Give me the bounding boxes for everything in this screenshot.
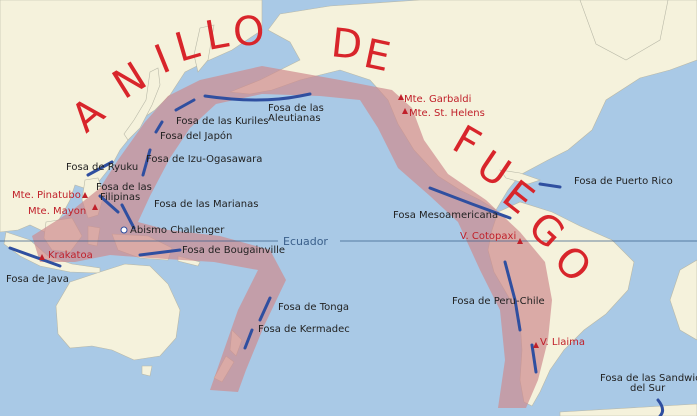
australia [55, 263, 181, 361]
challenger-deep-marker [120, 226, 128, 234]
trench-line-kuriles [174, 98, 196, 112]
trench-labels: Fosa de las Aleutianas Fosa de las Kuril… [6, 103, 697, 394]
equator-label-bg [278, 234, 340, 248]
trench-label-aleutians: Fosa de las Aleutianas [268, 103, 327, 124]
trench-line-japon [154, 120, 164, 134]
trench-label-filipinas: Fosa de las Filipinas [96, 182, 155, 203]
trench-label-sandwich: Fosa de las Sandwich del Sur [600, 373, 697, 394]
africa-edge [669, 259, 697, 341]
volcano-icon [82, 192, 88, 198]
trench-line-java [8, 246, 62, 268]
volcano-icon [398, 94, 404, 100]
volcano-icon [402, 108, 408, 114]
trench-label-java: Fosa de Java [6, 274, 69, 285]
trench-line-aleutians [203, 92, 312, 102]
volcano-icon [533, 342, 539, 348]
trench-label-kermadec: Fosa de Kermadec [258, 324, 350, 335]
trench-line-sandwich [656, 398, 665, 416]
trench-line-peruchile-south [530, 343, 538, 374]
tasmania [141, 365, 153, 377]
trench-line-peruchile [503, 260, 522, 332]
trench-line-puertorico [538, 182, 562, 189]
trench-label-mesoamericana: Fosa Mesoamericana [393, 210, 498, 221]
trench-label-ryuku: Fosa de Ryuku [66, 162, 138, 173]
volcano-label-sthelens: Mte. St. Helens [409, 108, 485, 119]
kamchatka [193, 24, 215, 73]
volcano-label-cotopaxi: V. Cotopaxi [460, 231, 516, 242]
title-letter: D [329, 20, 364, 69]
equator-label: Ecuador [283, 235, 328, 248]
volcano-label-garibaldi: Mte. Garbaldi [404, 94, 471, 105]
trench-label-puertorico: Fosa de Puerto Rico [574, 176, 673, 187]
trench-label-tonga: Fosa de Tonga [278, 302, 349, 313]
volcano-label-mayon: Mte. Mayon [28, 206, 86, 217]
volcano-icon [39, 254, 45, 260]
trench-label-izu: Fosa de Izu-Ogasawara [146, 154, 262, 165]
trench-label-kuriles: Fosa de las Kuriles [176, 116, 268, 127]
volcano-markers [39, 94, 539, 348]
cuba [499, 169, 541, 185]
trench-line-kermadec [243, 328, 254, 350]
ring-of-fire-band [32, 66, 552, 408]
greenland [579, 0, 669, 61]
volcano-icon [517, 238, 523, 244]
trench-line-ryuku [86, 160, 114, 177]
title-letter: O [231, 8, 266, 56]
challenger-deep-label: Abismo Challenger [130, 225, 225, 236]
trench-line-mesoamericana [428, 186, 512, 220]
trench-line-tonga [258, 296, 272, 322]
volcano-label-krakatoa: Krakatoa [48, 250, 93, 261]
trench-line-izu [141, 148, 152, 177]
volcano-icon [92, 204, 98, 210]
volcano-label-pinatubo: Mte. Pinatubo [12, 190, 81, 201]
trench-line-filipinas [98, 194, 120, 214]
trench-label-japon: Fosa del Japón [160, 130, 232, 142]
trench-lines [8, 92, 665, 416]
japan [123, 67, 161, 141]
volcano-label-llaima: V. Llaima [540, 337, 585, 348]
trench-label-bougainville: Fosa de Bougainville [182, 245, 285, 256]
volcano-labels: Mte. Garbaldi Mte. St. Helens Mte. Pinat… [12, 94, 585, 348]
trench-line-bougainville [138, 248, 182, 257]
trench-line-marianas [120, 203, 136, 230]
trench-label-peruchile: Fosa de Peru-Chile [452, 296, 545, 307]
trench-label-marianas: Fosa de las Marianas [154, 199, 258, 210]
